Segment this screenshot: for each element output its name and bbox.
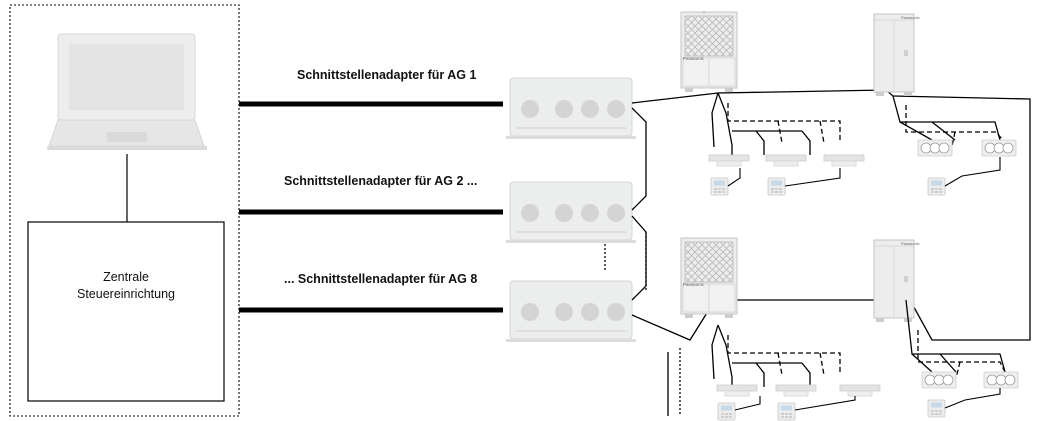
triple-vent-1b-icon <box>981 139 1017 157</box>
outdoor-unit-a1-icon <box>680 11 738 93</box>
cassette-1a-icon <box>708 154 750 167</box>
cassette-2b-icon <box>775 384 817 397</box>
cassette-1c-icon <box>823 154 865 167</box>
remote-1a-icon <box>710 177 729 196</box>
remote-2b-icon <box>777 402 796 421</box>
adapter-2-icon <box>505 181 637 244</box>
branch-system-2a <box>711 324 841 388</box>
outdoor-unit-b1-icon <box>873 13 915 97</box>
panasonic-logo-a1: Panasonic <box>683 56 705 61</box>
branch-system-1a <box>711 92 841 156</box>
adapter-1-icon <box>505 77 637 140</box>
central-control-box <box>27 221 225 402</box>
panasonic-logo-b1: Panasonic <box>901 15 920 20</box>
remote-wiring-2 <box>734 396 856 411</box>
remote-2a-icon <box>717 402 736 421</box>
triple-vent-2b-icon <box>983 371 1019 389</box>
outdoor-unit-a2-icon <box>680 237 738 319</box>
panasonic-logo-b2: Panasonic <box>901 241 920 246</box>
triple-vent-2a-icon <box>921 371 957 389</box>
cassette-2c-icon <box>839 384 881 397</box>
outdoor-unit-b2-icon <box>873 239 915 323</box>
branch-system-2b <box>905 299 1009 379</box>
remote-2c-icon <box>927 399 946 418</box>
remote-wiring-1 <box>727 168 841 187</box>
adapter-8-label: ... Schnittstellenadapter für AG 8 <box>284 272 478 286</box>
central-control-line1: Zentrale <box>103 270 149 284</box>
central-control-line2: Steuereinrichtung <box>77 287 175 301</box>
bus-lines <box>239 101 503 313</box>
cassette-2a-icon <box>716 384 758 397</box>
laptop-icon <box>47 33 207 150</box>
cassette-1b-icon <box>765 154 807 167</box>
adapter-2-label: Schnittstellenadapter für AG 2 ... <box>284 174 478 188</box>
panasonic-logo-a2: Panasonic <box>683 282 705 287</box>
branch-system-1b <box>892 95 1009 147</box>
adapter-1-label: Schnittstellenadapter für AG 1 <box>297 68 477 82</box>
triple-vent-1a-icon <box>917 139 953 157</box>
remote-1c-icon <box>927 177 946 196</box>
adapter-8-icon <box>505 280 637 343</box>
central-control-label: Zentrale Steuereinrichtung <box>28 269 224 303</box>
remote-1b-icon <box>767 177 786 196</box>
